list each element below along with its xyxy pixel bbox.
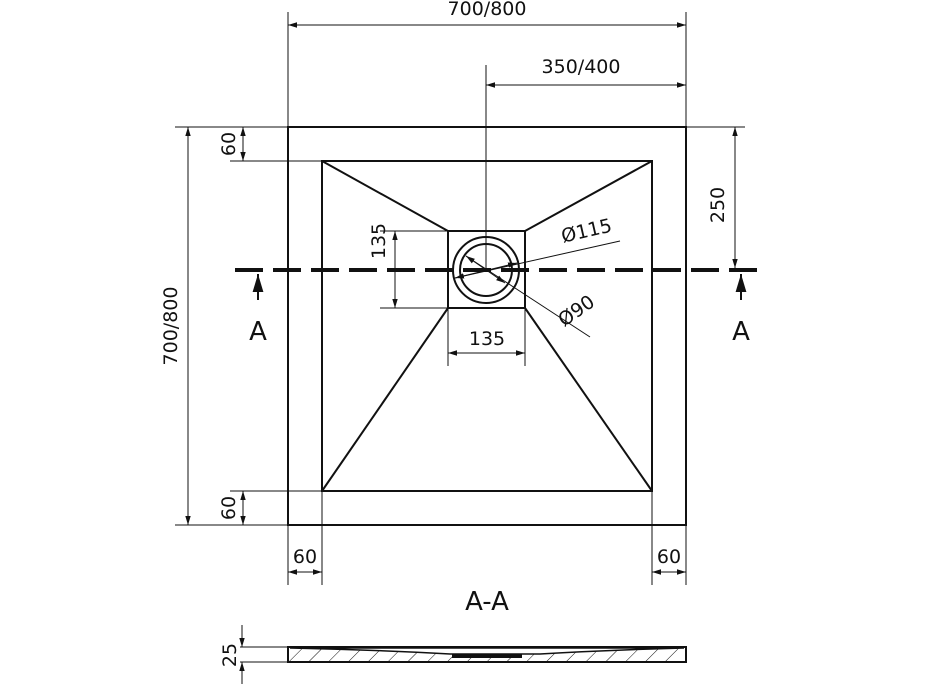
section-marker-left: A [249,317,267,347]
border-right-dimension: 60 [651,491,687,585]
drain-height-dimension: 135 [368,223,448,309]
tray-outline [287,126,687,526]
height-dimension: 700/800 [160,126,288,526]
drain-offset-label: 250 [707,187,729,223]
drain-width-dimension: 135 [447,308,526,366]
half-width-dimension: 350/400 [485,56,686,270]
width-label: 700/800 [448,0,527,20]
outer-diameter-label: Ø115 [559,215,614,248]
height-label: 700/800 [160,287,182,366]
border-left-label: 60 [293,546,317,568]
section-line: A A [235,268,765,347]
tray-plan [287,126,687,526]
half-width-label: 350/400 [542,56,621,78]
section-marker-right: A [732,317,750,347]
border-bottom-dimension: 60 [218,490,322,525]
border-left-dimension: 60 [287,491,323,585]
drain-width-label: 135 [469,328,505,350]
border-top-label: 60 [218,132,240,156]
width-dimension: 700/800 [287,0,687,127]
drain-offset-dimension: 250 [686,126,745,268]
drain-height-label: 135 [368,223,390,259]
border-bottom-label: 60 [218,496,240,520]
thickness-label: 25 [219,643,241,667]
section-view: 25 [219,625,687,684]
tray-inner-edge [321,160,653,492]
section-title: A-A [465,587,509,617]
border-right-label: 60 [657,546,681,568]
inner-diameter-label: Ø90 [554,291,599,331]
border-top-dimension: 60 [218,127,322,162]
